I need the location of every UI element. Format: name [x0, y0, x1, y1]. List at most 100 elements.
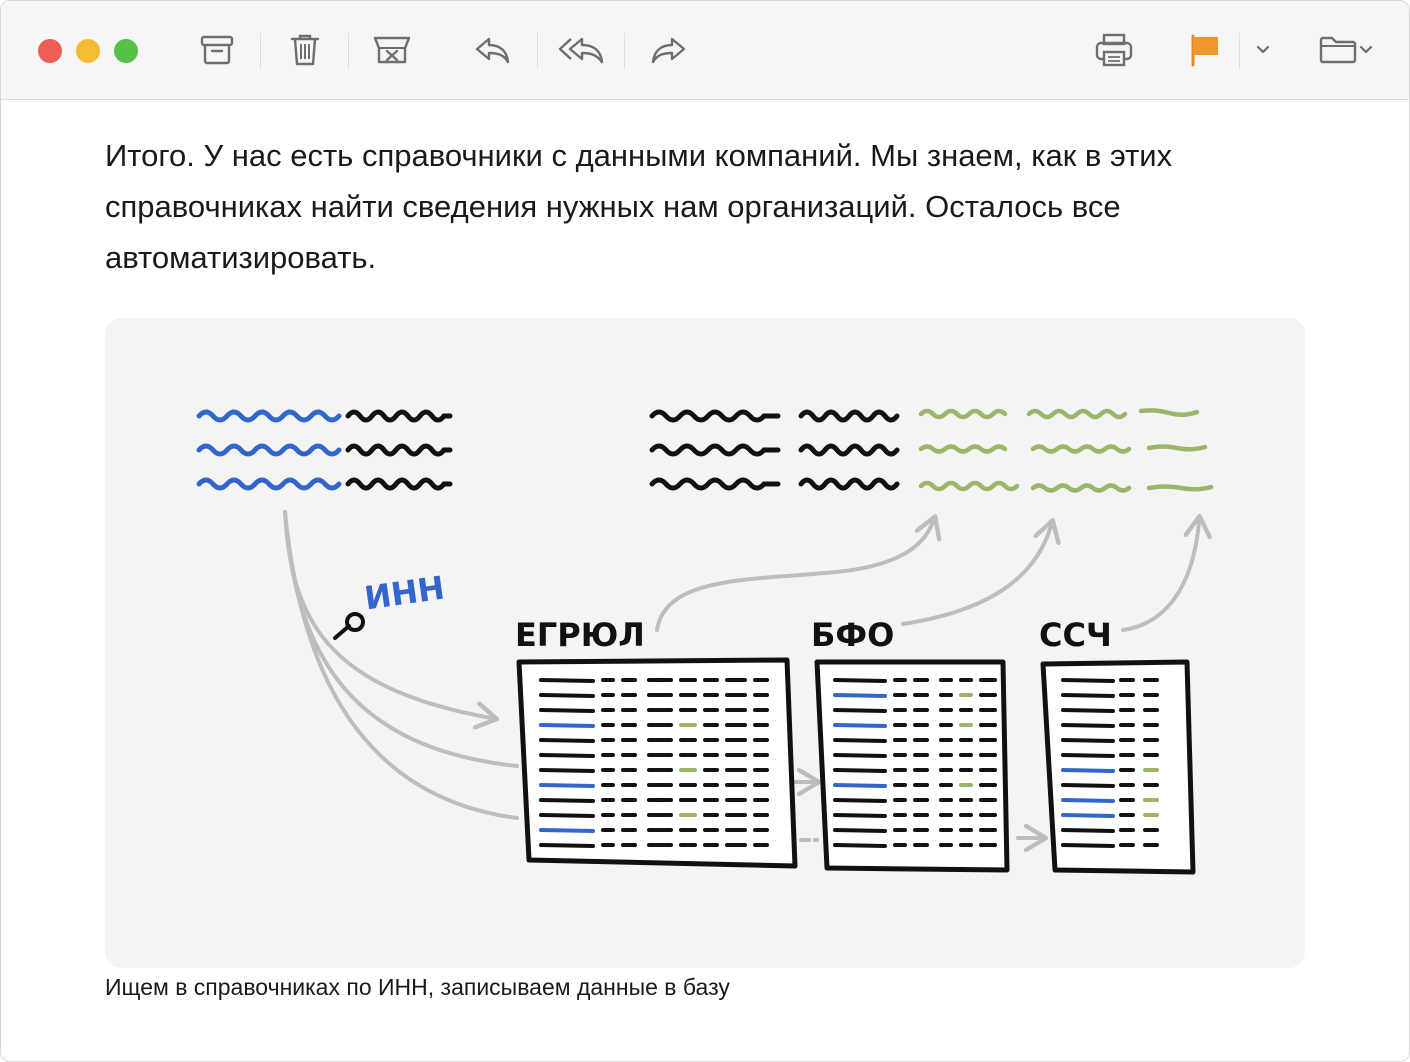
doc-row-text — [539, 843, 595, 848]
doc-row-text — [833, 708, 887, 713]
doc-row-text — [1061, 708, 1115, 713]
flag-button[interactable] — [1185, 27, 1225, 73]
scribble-data — [918, 408, 1008, 420]
scribble-data — [1146, 484, 1214, 492]
doc-row-text — [539, 753, 595, 758]
doc-row-text — [539, 708, 595, 713]
source-label-egrul: ЕГРЮЛ — [515, 616, 645, 654]
key-icon — [345, 612, 365, 632]
doc-row-key — [1061, 813, 1115, 818]
scribble-text — [798, 477, 900, 491]
print-icon — [1095, 33, 1133, 67]
reply-button[interactable] — [470, 27, 514, 73]
reply-icon — [475, 37, 510, 64]
source-label-ssc: ССЧ — [1039, 616, 1112, 654]
key-pointer — [333, 612, 365, 640]
flag-icon — [1191, 34, 1218, 67]
toolbar — [1, 1, 1409, 100]
toolbar-separator — [260, 33, 261, 69]
doc-row-text — [539, 813, 595, 818]
scribble-data — [918, 444, 1008, 454]
scribble-data — [1030, 483, 1132, 493]
doc-row-text — [1061, 738, 1115, 743]
arrow-key-to-egrul — [283, 510, 519, 768]
arrow-egrul-to-output — [655, 522, 933, 632]
arrow-ssc-to-output — [1121, 522, 1199, 632]
source-label-bfo: БФО — [811, 616, 894, 654]
zoom-window-button[interactable] — [114, 39, 138, 63]
scribble-data — [1138, 408, 1200, 417]
toolbar-separator — [348, 33, 349, 69]
flag-menu-button[interactable] — [1251, 27, 1275, 73]
doc-row-text — [1061, 693, 1115, 698]
doc-row-text — [539, 768, 595, 773]
archive-icon — [200, 35, 234, 65]
scribble-data — [1146, 444, 1208, 452]
doc-row-key — [833, 723, 887, 728]
toolbar-separator — [1239, 33, 1240, 69]
target-table-scribbles — [649, 408, 1214, 493]
message-paragraph: Итого. У нас есть справочники с данными … — [105, 138, 1173, 275]
doc-row-key — [833, 783, 887, 788]
doc-row-text — [539, 678, 595, 683]
scribble-key — [196, 477, 342, 491]
arrow-bfo-to-output — [901, 526, 1051, 626]
scribble-key — [196, 409, 342, 423]
doc-row-key — [833, 693, 887, 698]
doc-row-text — [833, 768, 887, 773]
registry-document-egrul — [516, 657, 798, 869]
doc-row-text — [1061, 828, 1115, 833]
doc-row-key — [539, 783, 595, 788]
scribble-data — [1030, 444, 1132, 454]
doc-row-text — [539, 738, 595, 743]
doc-row-text — [833, 798, 887, 803]
source-table-scribbles — [196, 409, 453, 491]
doc-row-key — [1061, 798, 1115, 803]
doc-row-text — [539, 693, 595, 698]
scribble-key — [196, 443, 342, 457]
doc-row-text — [1061, 678, 1115, 683]
minimize-window-button[interactable] — [76, 39, 100, 63]
scribble-data — [1026, 408, 1128, 420]
flow-arrows — [283, 510, 1199, 840]
registry-document-ssc — [1040, 659, 1196, 875]
arrow-key-to-egrul — [283, 510, 519, 820]
doc-row-text — [539, 798, 595, 803]
doc-row-key — [539, 828, 595, 833]
doc-row-text — [833, 738, 887, 743]
scribble-data — [918, 480, 1020, 492]
registry-document-bfo — [814, 659, 1010, 873]
delete-button[interactable] — [283, 27, 327, 73]
doc-row-text — [1061, 753, 1115, 758]
message-body: Итого. У нас есть справочники с данными … — [1, 100, 1409, 1061]
archive-button[interactable] — [195, 27, 239, 73]
doc-row-text — [833, 843, 887, 848]
scribble-text — [798, 409, 900, 423]
data-flow-diagram: ИНН ЕГРЮЛ БФО ССЧ — [196, 408, 1214, 875]
forward-icon — [651, 37, 686, 64]
reply-all-button[interactable] — [556, 27, 606, 73]
doc-row-key — [1061, 768, 1115, 773]
scribble-text — [798, 443, 900, 457]
folder-icon — [1319, 36, 1357, 64]
junk-icon — [373, 36, 411, 64]
close-window-button[interactable] — [38, 39, 62, 63]
chevron-down-icon — [1256, 45, 1270, 54]
scribble-text — [649, 477, 781, 491]
scribble-text — [649, 409, 781, 423]
forward-button[interactable] — [647, 27, 691, 73]
illustration-panel: ИНН ЕГРЮЛ БФО ССЧ — [105, 318, 1305, 968]
junk-button[interactable] — [369, 27, 415, 73]
doc-row-text — [833, 678, 887, 683]
scribble-text — [345, 409, 453, 423]
doc-row-text — [833, 753, 887, 758]
inn-key-label: ИНН — [362, 569, 447, 618]
arrow-key-to-egrul — [283, 510, 491, 718]
print-button[interactable] — [1091, 27, 1137, 73]
toolbar-separator — [537, 33, 538, 69]
toolbar-separator — [624, 33, 625, 69]
scribble-text — [345, 477, 453, 491]
doc-row-key — [539, 723, 595, 728]
move-to-folder-button[interactable] — [1313, 27, 1379, 73]
